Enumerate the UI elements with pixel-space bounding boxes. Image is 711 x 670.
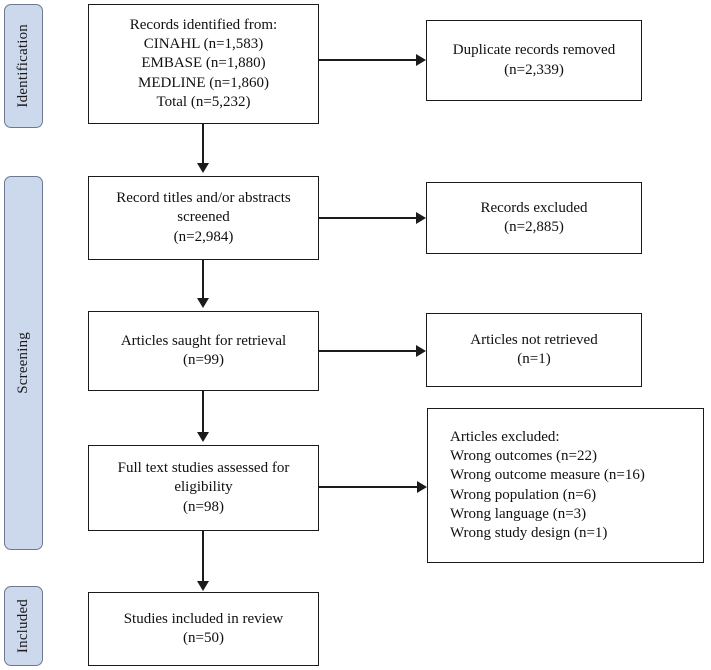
connector-full-text-to-included (202, 531, 204, 585)
box-duplicate-records-removed: Duplicate records removed (n=2,339) (426, 20, 642, 101)
connector-sought-to-full-text (202, 391, 204, 436)
stage-screening: Screening (4, 176, 43, 550)
arrowhead-sought-to-full-text (197, 432, 209, 442)
box-records-excluded-text: Records excluded (n=2,885) (480, 199, 588, 235)
box-full-text-studies-assessed-text: Full text studies assessed for eligibili… (117, 460, 290, 515)
box-full-text-studies-assessed: Full text studies assessed for eligibili… (88, 445, 319, 531)
box-records-screened: Record titles and/or abstracts screened … (88, 176, 319, 260)
arrowhead-identified-to-duplicates (416, 54, 426, 66)
stage-identification: Identification (4, 4, 43, 128)
arrowhead-sought-to-not-retrieved (416, 345, 426, 357)
box-studies-included-in-review: Studies included in review (n=50) (88, 592, 319, 666)
stage-included: Included (4, 586, 43, 666)
box-records-excluded: Records excluded (n=2,885) (426, 182, 642, 254)
connector-screened-to-excluded (319, 217, 416, 219)
connector-identified-to-duplicates (319, 59, 416, 61)
box-articles-excluded: Articles excluded: Wrong outcomes (n=22)… (427, 408, 704, 563)
box-studies-included-in-review-text: Studies included in review (n=50) (123, 610, 284, 646)
box-articles-sought-for-retrieval-text: Articles saught for retrieval (n=99) (120, 332, 287, 368)
arrowhead-full-text-to-articles-excluded (417, 481, 427, 493)
connector-identified-to-screened (202, 124, 204, 167)
connector-sought-to-not-retrieved (319, 350, 416, 352)
stage-included-label: Included (15, 598, 31, 654)
box-articles-not-retrieved-text: Articles not retrieved (n=1) (470, 331, 598, 367)
box-duplicate-records-removed-text: Duplicate records removed (n=2,339) (452, 42, 616, 78)
box-articles-excluded-text: Articles excluded: Wrong outcomes (n=22)… (450, 428, 645, 541)
stage-screening-label: Screening (15, 332, 31, 394)
arrowhead-full-text-to-included (197, 581, 209, 591)
box-articles-sought-for-retrieval: Articles saught for retrieval (n=99) (88, 311, 319, 391)
connector-full-text-to-articles-excluded (319, 486, 417, 488)
stage-identification-label: Identification (15, 24, 31, 108)
arrowhead-identified-to-screened (197, 163, 209, 173)
box-articles-not-retrieved: Articles not retrieved (n=1) (426, 313, 642, 387)
box-records-identified-text: Records identified from: CINAHL (n=1,583… (129, 17, 278, 110)
box-records-identified: Records identified from: CINAHL (n=1,583… (88, 4, 319, 124)
connector-screened-to-sought (202, 260, 204, 302)
arrowhead-screened-to-excluded (416, 212, 426, 224)
arrowhead-screened-to-sought (197, 298, 209, 308)
box-records-screened-text: Record titles and/or abstracts screened … (116, 190, 291, 245)
